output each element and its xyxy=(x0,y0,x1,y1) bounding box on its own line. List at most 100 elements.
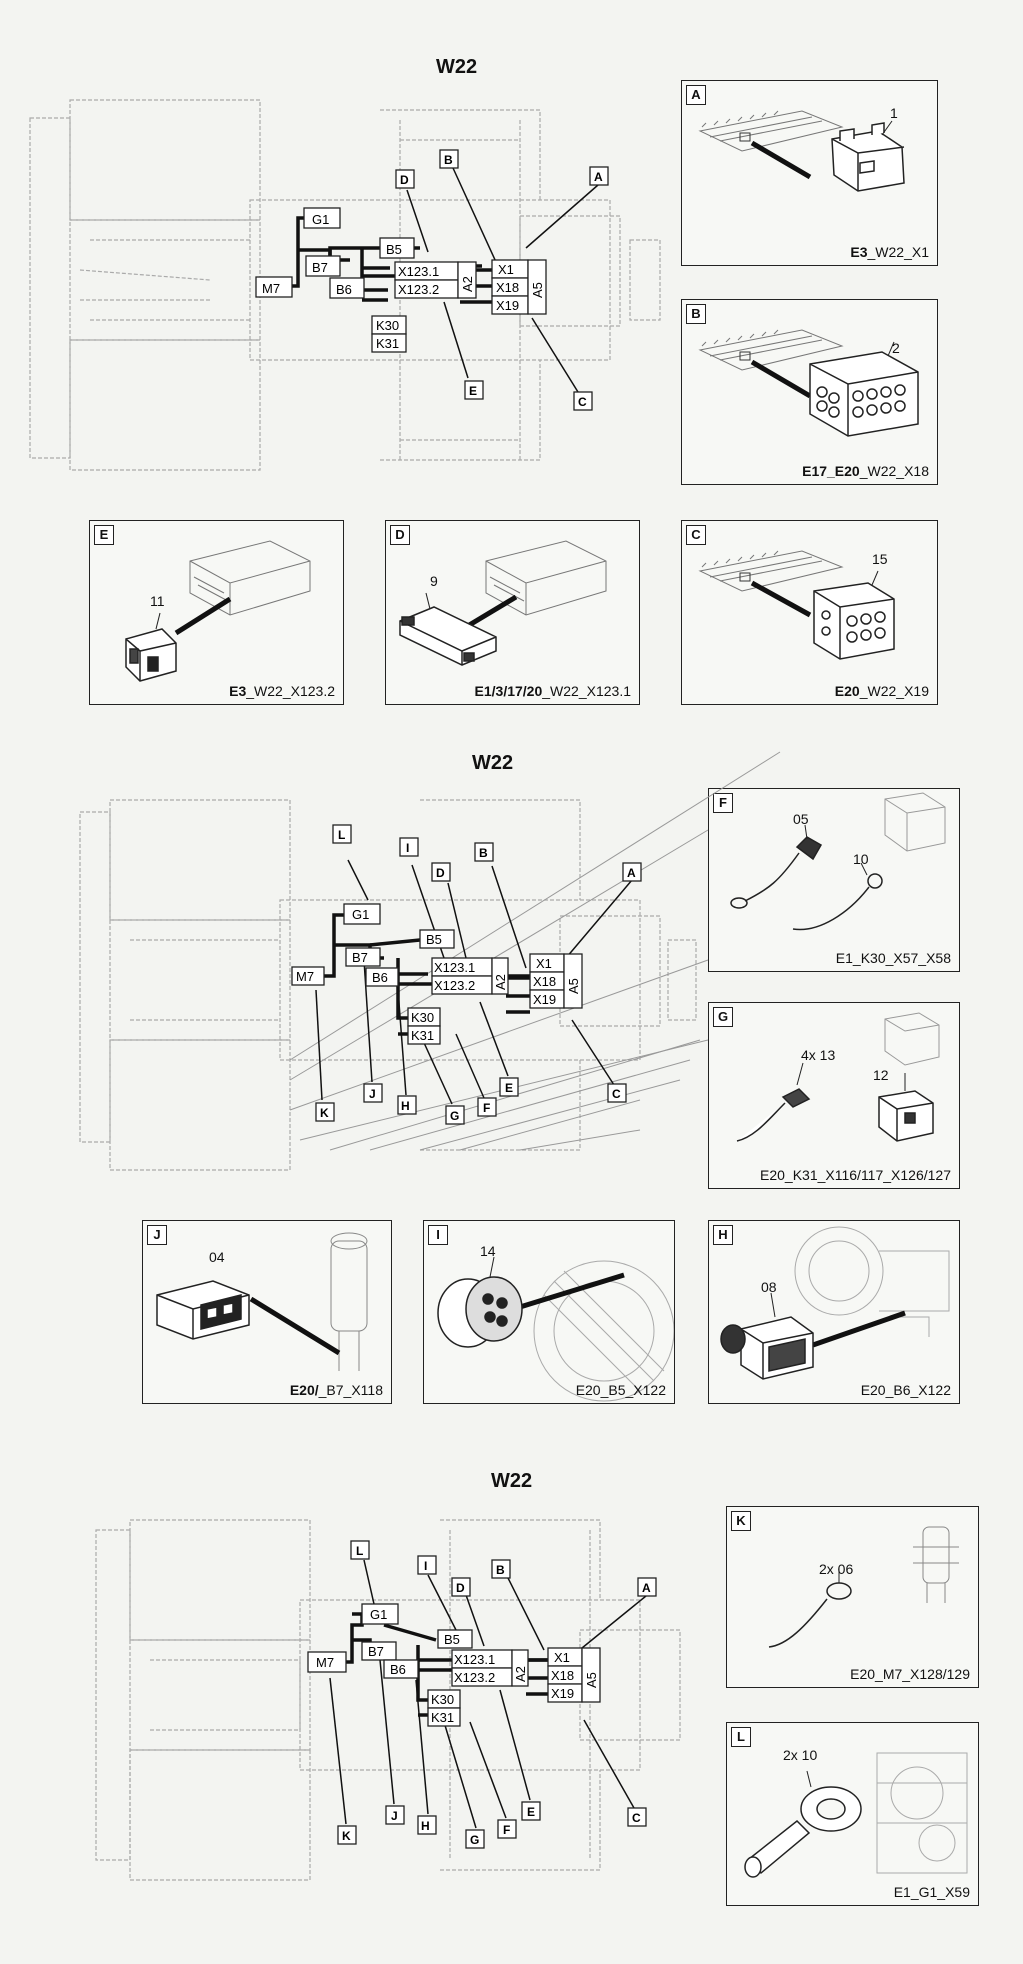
callout-leaders-3 xyxy=(329,1559,647,1829)
callout-d: D xyxy=(436,866,445,880)
box-b6: B6 xyxy=(336,282,352,297)
panel-caption: E20_B6_X122 xyxy=(860,1382,951,1398)
panel-caption: E1_G1_X59 xyxy=(893,1884,970,1900)
caption-bold: E3 xyxy=(850,244,868,260)
box-x1: X1 xyxy=(498,262,514,277)
box-x19: X19 xyxy=(533,992,556,1007)
panel-caption: E20_W22_X19 xyxy=(835,683,929,699)
callout-e: E xyxy=(469,384,477,398)
title-middle: W22 xyxy=(472,752,514,774)
connector-illustration xyxy=(125,540,311,682)
connector-illustration xyxy=(156,1232,368,1371)
callout-h: H xyxy=(401,1099,410,1113)
detail-panel-b: B 2 E17_E20_W22_X18 xyxy=(681,299,938,485)
box-x123-1: X123.1 xyxy=(398,264,439,279)
callout-g: G xyxy=(470,1833,479,1847)
component-boxes-3 xyxy=(307,1603,601,1727)
part-number-2: 12 xyxy=(873,1067,889,1083)
component-labels-1: G1 B5 B7 B6 M7 X123.1 X123.2 A2 X1 X18 X… xyxy=(262,212,545,351)
callout-c: C xyxy=(612,1087,621,1101)
part-number: 9 xyxy=(430,573,438,589)
box-b7: B7 xyxy=(368,1644,384,1659)
connector-illustration xyxy=(744,1752,968,1878)
box-a2: A2 xyxy=(493,974,508,990)
callout-a: A xyxy=(642,1581,651,1595)
box-m7: M7 xyxy=(262,281,280,296)
panel-tag: D xyxy=(390,525,410,545)
part-number-2: 10 xyxy=(853,851,869,867)
caption-rest: _W22_X19 xyxy=(859,683,929,699)
callout-letters-3: L I D B A K J H G F E C xyxy=(342,1544,651,1847)
panel-tag: G xyxy=(713,1007,733,1027)
box-x123-2: X123.2 xyxy=(454,1670,495,1685)
panel-tag: L xyxy=(731,1727,751,1747)
panel-tag: K xyxy=(731,1511,751,1531)
box-b7: B7 xyxy=(352,950,368,965)
box-b5: B5 xyxy=(444,1632,460,1647)
box-x123-2: X123.2 xyxy=(398,282,439,297)
panel-caption: E3_W22_X1 xyxy=(850,244,929,260)
callout-letters-2: L I D B A K J H G F E C xyxy=(320,828,636,1123)
box-g1: G1 xyxy=(352,907,369,922)
panel-caption: E20/_B7_X118 xyxy=(290,1382,383,1398)
box-x123-2: X123.2 xyxy=(434,978,475,993)
panel-tag: A xyxy=(686,85,706,105)
box-x123-1: X123.1 xyxy=(454,1652,495,1667)
callout-b: B xyxy=(444,153,453,167)
component-labels-2: G1 B5 B7 B6 M7 X123.1 X123.2 A2 X1 X18 X… xyxy=(296,907,581,1043)
panel-tag: E xyxy=(94,525,114,545)
detail-panel-g: G 4x 13 12 E20_K31_X116/117_X126/127 xyxy=(708,1002,960,1189)
callout-tags-2 xyxy=(315,824,642,1125)
caption-rest: _W22_X123.2 xyxy=(246,683,335,699)
callout-a: A xyxy=(627,866,636,880)
callout-l: L xyxy=(356,1544,363,1558)
callout-k: K xyxy=(320,1106,329,1120)
part-number-1: 05 xyxy=(793,811,809,827)
detail-panel-j: J 04 E20/_B7_X118 xyxy=(142,1220,392,1404)
detail-panel-c: C 15 E20_W22_X19 xyxy=(681,520,938,705)
detail-panel-i: I 14 E20_B5_X122 xyxy=(423,1220,675,1404)
box-b7: B7 xyxy=(312,260,328,275)
box-b5: B5 xyxy=(386,242,402,257)
box-a5: A5 xyxy=(584,1672,599,1688)
detail-panel-e: E 11 E3_W22_X123.2 xyxy=(89,520,344,705)
connector-illustration xyxy=(730,792,946,931)
box-x1: X1 xyxy=(536,956,552,971)
callout-j: J xyxy=(391,1809,398,1823)
box-x123-1: X123.1 xyxy=(434,960,475,975)
part-number: 2 xyxy=(892,340,900,356)
component-labels-3: G1 B5 B7 B6 M7 X123.1 X123.2 A2 X1 X18 X… xyxy=(316,1607,599,1725)
diagram-3: G1 B5 B7 B6 M7 X123.1 X123.2 A2 X1 X18 X… xyxy=(95,1519,681,1881)
connector-illustration xyxy=(437,1256,674,1402)
caption-bold: E20/ xyxy=(289,1382,319,1398)
diagram-2: G1 B5 B7 B6 M7 X123.1 X123.2 A2 X1 X18 X… xyxy=(79,751,781,1171)
part-number: 2x 06 xyxy=(819,1561,854,1577)
part-number: 11 xyxy=(150,593,165,609)
box-x1: X1 xyxy=(554,1650,570,1665)
panel-caption: E1_K30_X57_X58 xyxy=(835,950,951,966)
callout-a: A xyxy=(594,170,603,184)
box-b6: B6 xyxy=(372,970,388,985)
box-a2: A2 xyxy=(460,276,475,292)
caption-bold: E3 xyxy=(229,683,247,699)
panel-tag: J xyxy=(147,1225,167,1245)
connector-illustration xyxy=(720,1226,950,1380)
box-x19: X19 xyxy=(551,1686,574,1701)
title-top: W22 xyxy=(436,56,478,78)
box-a5: A5 xyxy=(566,978,581,994)
panel-tag: F xyxy=(713,793,733,813)
box-k30: K30 xyxy=(376,318,399,333)
panel-tag: B xyxy=(686,304,706,324)
caption-rest: _W22_X18 xyxy=(859,463,929,479)
callout-e: E xyxy=(505,1081,513,1095)
diagram-1: G1 B5 B7 B6 M7 X123.1 X123.2 A2 X1 X18 X… xyxy=(29,99,661,471)
box-x18: X18 xyxy=(533,974,556,989)
detail-panel-l: L 2x 10 E1_G1_X59 xyxy=(726,1722,979,1906)
box-b6: B6 xyxy=(390,1662,406,1677)
box-x18: X18 xyxy=(496,280,519,295)
connector-illustration xyxy=(736,1012,940,1142)
caption-rest: _W22_X123.1 xyxy=(542,683,631,699)
connector-illustration xyxy=(698,110,905,192)
component-boxes-1 xyxy=(255,207,547,353)
callout-letters-1: D B A E C xyxy=(400,153,603,409)
